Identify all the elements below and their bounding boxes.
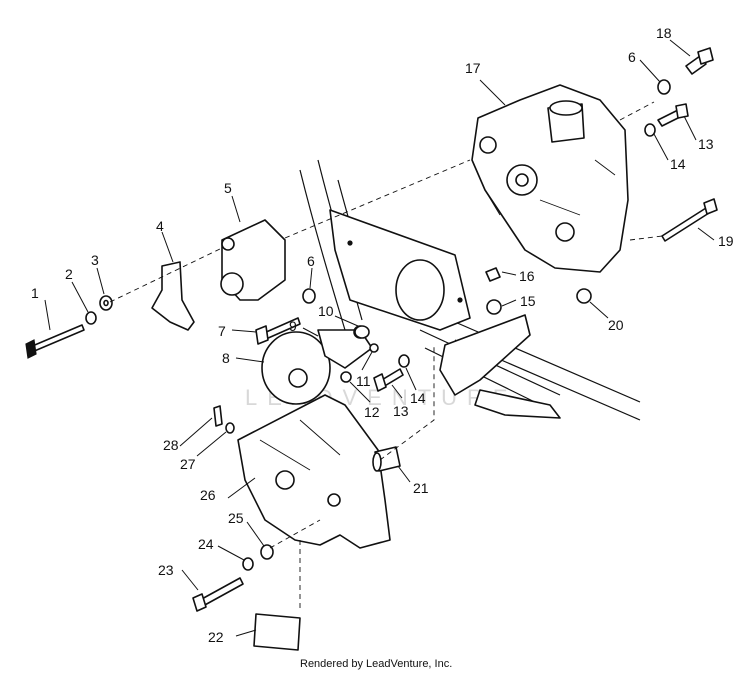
decal (253, 613, 301, 651)
bolt-19 (661, 198, 718, 242)
callout-26: 26 (200, 487, 216, 503)
callouts: 1 2 3 4 5 6 6 7 8 9 10 11 12 13 13 14 14… (31, 25, 734, 645)
callout-17: 17 (465, 60, 481, 76)
mounting-plate (329, 209, 471, 331)
bolt-13-upper (657, 103, 689, 127)
callout-1: 1 (31, 285, 39, 301)
callout-15: 15 (520, 293, 536, 309)
callout-5: 5 (224, 180, 232, 196)
callout-22: 22 (208, 629, 224, 645)
bolt-16 (485, 267, 501, 282)
callout-23: 23 (158, 562, 174, 578)
callout-13-lower: 13 (393, 403, 409, 419)
callout-6-right: 6 (628, 49, 636, 65)
callout-14-upper: 14 (670, 156, 686, 172)
callout-8: 8 (222, 350, 230, 366)
callout-19: 19 (718, 233, 734, 249)
pulley (261, 331, 331, 405)
callout-24: 24 (198, 536, 214, 552)
callout-13-upper: 13 (698, 136, 714, 152)
callout-9: 9 (289, 318, 297, 334)
spacer (372, 446, 401, 472)
callout-20: 20 (608, 317, 624, 333)
credit-text: Rendered by LeadVenture, Inc. (300, 658, 452, 670)
washers-and-nuts (85, 79, 671, 571)
callout-2: 2 (65, 266, 73, 282)
belt-cover (237, 394, 391, 549)
callout-14-lower: 14 (410, 390, 426, 406)
screw-28 (213, 405, 223, 427)
callout-12: 12 (364, 404, 380, 420)
callout-6-left: 6 (307, 253, 315, 269)
gearbox-housing (471, 84, 629, 273)
callout-18: 18 (656, 25, 672, 41)
callout-3: 3 (91, 252, 99, 268)
bolt-7 (255, 317, 301, 345)
callout-7: 7 (218, 323, 226, 339)
callout-10: 10 (318, 303, 334, 319)
callout-25: 25 (228, 510, 244, 526)
callout-27: 27 (180, 456, 196, 472)
callout-16: 16 (519, 268, 535, 284)
bolt-18 (685, 47, 714, 75)
bolt-13-lower (373, 368, 404, 392)
callout-21: 21 (413, 480, 429, 496)
bearing-block (220, 219, 286, 301)
callout-28: 28 (163, 437, 179, 453)
leader-lines (44, 39, 715, 637)
bracket (151, 261, 195, 331)
callout-4: 4 (156, 218, 164, 234)
shaft-bracket (439, 314, 561, 419)
bolt-1 (25, 324, 85, 359)
callout-11: 11 (356, 373, 371, 389)
bolt-23 (192, 577, 244, 612)
